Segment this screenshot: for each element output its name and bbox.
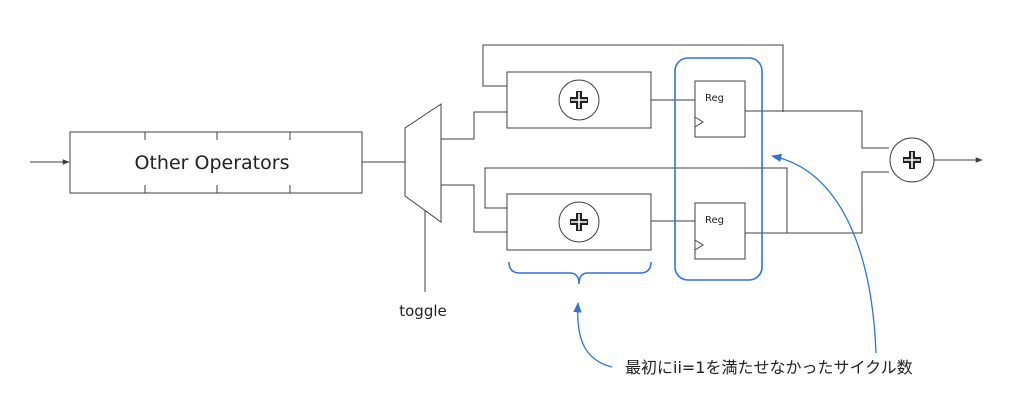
annotation-arrow-to-register [770, 153, 877, 354]
plus-circle-icon [570, 213, 588, 231]
adder-block-bottom [506, 193, 652, 251]
other-operators-block: Other Operators [69, 131, 363, 194]
annotation-label: 最初にii=1を満たせなかったサイクル数 [625, 358, 913, 377]
annotation-arrow-to-brace [573, 301, 613, 368]
reg-bottom-label: Reg [705, 215, 724, 226]
adder-block-top [506, 71, 652, 129]
plus-circle-icon [903, 151, 921, 169]
clock-triangle-icon [694, 116, 704, 128]
other-operators-label: Other Operators [135, 152, 290, 174]
demux [404, 103, 442, 223]
reg-top-output [745, 110, 889, 149]
reg-top-label: Reg [705, 93, 724, 104]
plus-circle-icon [570, 91, 588, 109]
register-bottom: Reg [694, 202, 746, 260]
reg-bottom-output [745, 171, 889, 234]
demux-bottom-output [441, 184, 507, 233]
demux-top-output [441, 111, 507, 140]
final-adder [889, 137, 935, 183]
feedback-loop-bottom [484, 167, 788, 233]
feedback-loop-top [482, 44, 784, 112]
curly-brace-icon [508, 261, 652, 285]
register-highlight-box [674, 57, 763, 281]
clock-triangle-icon [694, 239, 704, 251]
register-top: Reg [694, 80, 746, 138]
toggle-label: toggle [399, 302, 447, 320]
